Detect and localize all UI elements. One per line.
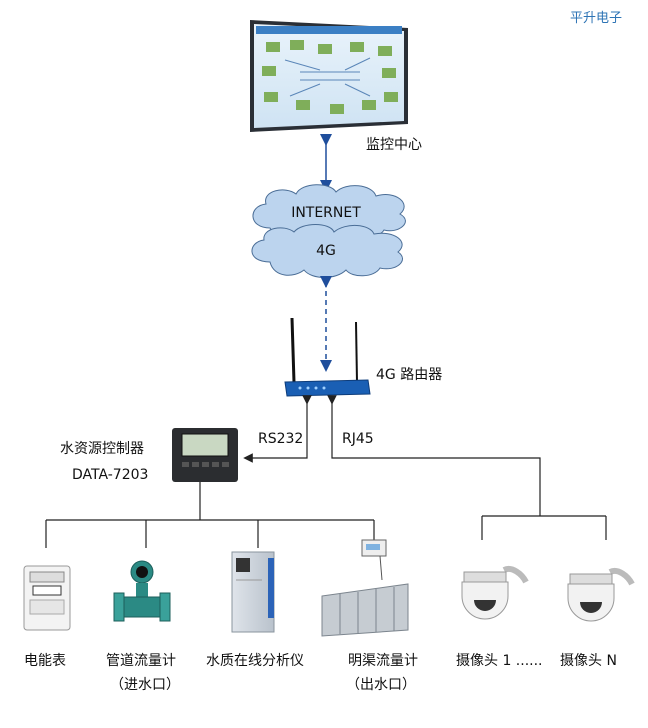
device-label-pipe: 管道流量计 (106, 653, 176, 669)
controller-title: 水资源控制器 (60, 441, 144, 457)
internet-label: INTERNET (291, 205, 361, 221)
right-bus (481, 515, 607, 540)
rj45-label: RJ45 (342, 431, 374, 447)
rs232-label: RS232 (258, 431, 304, 447)
device-label-meter: 电能表 (24, 653, 66, 669)
device-sub-pipe: （进水口） (110, 677, 180, 693)
rj45-line (327, 395, 541, 516)
monitor-center-label: 监控中心 (366, 137, 422, 153)
router-device (284, 317, 371, 397)
device-label-camera1: 摄像头 1 ...... (456, 653, 543, 669)
brand-label: 平升电子 (570, 11, 623, 26)
camera-n (567, 568, 635, 622)
camera-1 (461, 566, 529, 620)
4g-label: 4G (316, 243, 336, 259)
electric-meter (23, 565, 71, 631)
device-label-cameran: 摄像头 N (560, 653, 617, 669)
pipe-flowmeter (113, 560, 171, 622)
device-label-channel: 明渠流量计 (348, 653, 418, 669)
device-label-quality: 水质在线分析仪 (206, 653, 304, 669)
open-channel-flowmeter (321, 539, 409, 637)
router-label: 4G 路由器 (376, 367, 443, 383)
water-quality-analyzer (231, 551, 275, 633)
device-sub-channel: （出水口） (346, 677, 416, 693)
monitor-screen (250, 20, 408, 132)
controller-device (172, 428, 238, 482)
rs232-line (243, 395, 312, 463)
controller-model: DATA-7203 (72, 467, 149, 483)
left-bus (45, 482, 375, 548)
